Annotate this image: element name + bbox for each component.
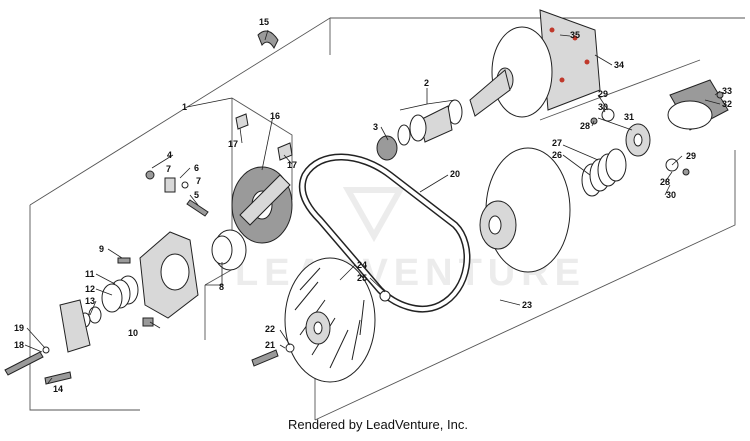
callout-7b: 7 xyxy=(196,176,201,186)
movable-sheave-34 xyxy=(469,9,601,118)
cover-assembly xyxy=(59,231,199,353)
callout-29b: 29 xyxy=(686,151,696,161)
callout-34: 34 xyxy=(614,60,624,70)
callout-3: 3 xyxy=(373,122,378,132)
callout-12: 12 xyxy=(85,284,95,294)
callout-27: 27 xyxy=(552,138,562,148)
callout-22: 22 xyxy=(265,324,275,334)
callout-21: 21 xyxy=(265,340,275,350)
callout-7a: 7 xyxy=(166,164,171,174)
callout-18: 18 xyxy=(14,340,24,350)
cam-assembly xyxy=(590,79,729,176)
fasteners xyxy=(4,346,72,385)
assembly-frames xyxy=(29,17,745,421)
callout-20: 20 xyxy=(450,169,460,179)
callout-30a: 30 xyxy=(598,102,608,112)
callout-6: 6 xyxy=(194,163,199,173)
callout-4: 4 xyxy=(167,150,172,160)
fixed-sheave xyxy=(251,257,391,383)
callout-5: 5 xyxy=(194,190,199,200)
callout-8: 8 xyxy=(219,282,224,292)
callout-24: 24 xyxy=(357,260,367,270)
callout-23: 23 xyxy=(522,300,532,310)
callout-2: 2 xyxy=(424,78,429,88)
callout-9: 9 xyxy=(99,244,104,254)
drive-belt-20 xyxy=(298,153,471,313)
callout-17b: 17 xyxy=(287,160,297,170)
callout-33: 33 xyxy=(722,86,732,96)
callout-10: 10 xyxy=(128,328,138,338)
callout-25: 25 xyxy=(357,273,367,283)
driven-sheave xyxy=(479,147,571,273)
spring-26-27 xyxy=(581,148,627,197)
callout-13: 13 xyxy=(85,296,95,306)
callout-30b: 30 xyxy=(666,190,676,200)
callout-32: 32 xyxy=(722,99,732,109)
callout-16: 16 xyxy=(270,111,280,121)
callout-11: 11 xyxy=(85,269,95,279)
callout-labels: 1 2 3 4 5 6 7 7 8 9 10 11 12 13 14 15 16… xyxy=(14,17,732,394)
footer-caption: Rendered by LeadVenture, Inc. xyxy=(288,417,468,432)
callout-15: 15 xyxy=(259,17,269,27)
callout-35: 35 xyxy=(570,30,580,40)
spider-16 xyxy=(211,166,293,271)
callout-28a: 28 xyxy=(580,121,590,131)
callout-26: 26 xyxy=(552,150,562,160)
callout-17a: 17 xyxy=(228,139,238,149)
bushing-parts-2-3 xyxy=(376,99,463,161)
callout-29a: 29 xyxy=(598,89,608,99)
callout-19: 19 xyxy=(14,323,24,333)
callout-14: 14 xyxy=(53,384,63,394)
callout-1: 1 xyxy=(182,102,187,112)
weights-15-17 xyxy=(235,30,293,161)
leader-lines xyxy=(24,29,721,384)
callout-28b: 28 xyxy=(660,177,670,187)
bolts-4-7 xyxy=(145,170,209,217)
callout-31: 31 xyxy=(624,112,634,122)
